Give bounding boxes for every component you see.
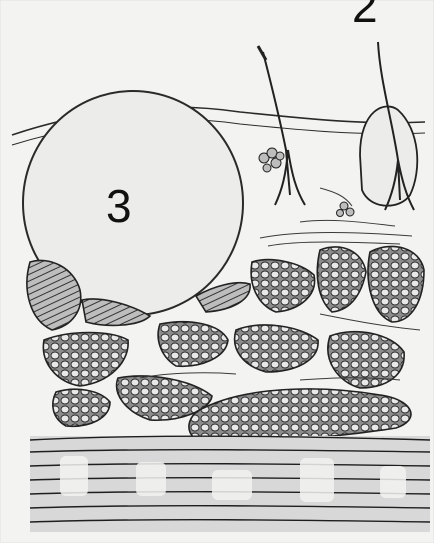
- muscle-layer: [30, 436, 430, 532]
- cyst-label: 3: [106, 180, 132, 232]
- top-right-label: 2: [352, 0, 378, 32]
